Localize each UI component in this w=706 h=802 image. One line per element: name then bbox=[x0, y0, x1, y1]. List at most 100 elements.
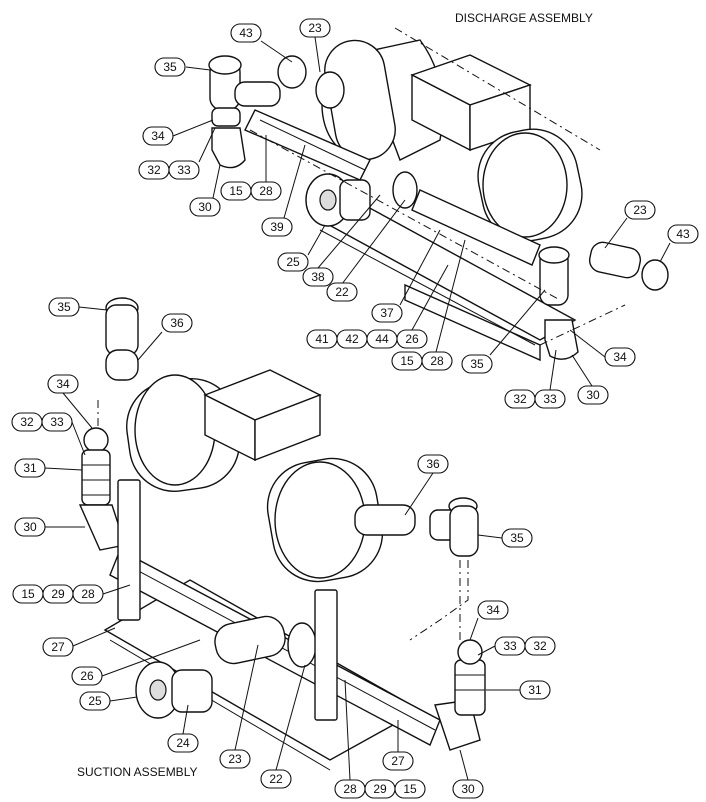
callout-bubble: 33 bbox=[534, 349, 566, 409]
svg-text:32: 32 bbox=[147, 163, 161, 177]
svg-text:23: 23 bbox=[228, 752, 242, 766]
callout-bubble: 39 bbox=[261, 144, 306, 237]
callout-bubble: 32 bbox=[11, 412, 43, 432]
svg-text:35: 35 bbox=[470, 357, 484, 371]
callout-bubble: 30 bbox=[14, 517, 85, 537]
svg-text:31: 31 bbox=[23, 461, 37, 475]
callout-bubble: 38 bbox=[302, 194, 381, 287]
svg-text:33: 33 bbox=[50, 415, 64, 429]
callout-bubble: 28 bbox=[334, 679, 366, 799]
svg-text:23: 23 bbox=[308, 21, 322, 35]
svg-text:30: 30 bbox=[586, 388, 600, 402]
callout-bubble: 33 bbox=[477, 636, 526, 656]
svg-text:33: 33 bbox=[543, 392, 557, 406]
callout-bubble: 37 bbox=[371, 229, 441, 323]
callout-bubble: 23 bbox=[604, 200, 656, 249]
callout-bubble: 22 bbox=[260, 664, 306, 789]
svg-text:29: 29 bbox=[373, 782, 387, 796]
callout-bubble: 32 bbox=[504, 389, 536, 409]
callout-bubble: 36 bbox=[137, 313, 193, 361]
callout-bubble: 43 bbox=[659, 224, 699, 263]
suction-assembly-title: SUCTION ASSEMBLY bbox=[77, 765, 197, 779]
callout-bubble: 41 bbox=[306, 329, 338, 349]
callout-bubble: 42 bbox=[336, 329, 368, 349]
callout-bubble: 31 bbox=[486, 680, 551, 700]
svg-text:23: 23 bbox=[633, 203, 647, 217]
discharge-assembly-title: DISCHARGE ASSEMBLY bbox=[455, 11, 593, 25]
callout-bubble: 34 bbox=[469, 600, 509, 641]
svg-text:30: 30 bbox=[461, 782, 475, 796]
callout-bubble: 34 bbox=[47, 374, 93, 429]
svg-text:27: 27 bbox=[391, 754, 405, 768]
svg-text:42: 42 bbox=[345, 332, 359, 346]
svg-text:26: 26 bbox=[80, 669, 94, 683]
callout-bubble: 23 bbox=[299, 18, 331, 73]
callout-bubble: 25 bbox=[79, 691, 138, 711]
svg-text:15: 15 bbox=[21, 587, 35, 601]
svg-text:25: 25 bbox=[286, 255, 300, 269]
callout-bubble: 15 bbox=[12, 584, 44, 604]
callout-bubble: 32 bbox=[524, 636, 556, 656]
svg-text:43: 43 bbox=[676, 227, 690, 241]
callout-bubble: 32 bbox=[138, 160, 170, 180]
callout-bubble: 15 bbox=[394, 779, 426, 799]
callout-bubble: 29 bbox=[42, 584, 74, 604]
callout-bubble: 33 bbox=[41, 412, 86, 456]
callout-bubble: 28 bbox=[250, 135, 282, 201]
svg-text:28: 28 bbox=[343, 782, 357, 796]
callout-bubble: 30 bbox=[189, 164, 221, 217]
callouts: 43 23 35 34 32 33 30 15 28 39 25 38 22 3… bbox=[11, 18, 699, 799]
svg-text:31: 31 bbox=[528, 683, 542, 697]
svg-text:30: 30 bbox=[198, 200, 212, 214]
svg-text:24: 24 bbox=[176, 736, 190, 750]
svg-text:28: 28 bbox=[81, 587, 95, 601]
svg-text:35: 35 bbox=[163, 60, 177, 74]
callout-bubble: 29 bbox=[364, 779, 396, 799]
svg-text:32: 32 bbox=[20, 415, 34, 429]
callout-bubble: 27 bbox=[42, 627, 116, 657]
svg-text:43: 43 bbox=[239, 26, 253, 40]
svg-text:22: 22 bbox=[335, 285, 349, 299]
callout-bubble: 34 bbox=[142, 119, 214, 146]
svg-text:32: 32 bbox=[513, 392, 527, 406]
callout-bubble: 33 bbox=[168, 127, 216, 180]
callout-bubble: 15 bbox=[220, 181, 252, 201]
callout-bubble: 24 bbox=[167, 704, 199, 753]
callout-bubble: 26 bbox=[71, 639, 201, 686]
callout-bubble: 34 bbox=[569, 329, 636, 367]
svg-text:41: 41 bbox=[315, 332, 329, 346]
suction-assembly-drawing bbox=[78, 297, 486, 771]
discharge-assembly-drawing bbox=[208, 27, 669, 362]
callout-bubble: 35 bbox=[477, 528, 533, 548]
svg-text:34: 34 bbox=[151, 129, 165, 143]
svg-text:37: 37 bbox=[380, 306, 394, 320]
svg-text:26: 26 bbox=[405, 332, 419, 346]
callout-bubble: 28 bbox=[72, 584, 131, 604]
callout-bubble: 26 bbox=[396, 264, 449, 349]
svg-text:27: 27 bbox=[51, 640, 65, 654]
callout-bubble: 35 bbox=[154, 57, 211, 77]
callout-bubble: 27 bbox=[382, 720, 414, 771]
callout-bubble: 31 bbox=[14, 458, 83, 478]
svg-text:28: 28 bbox=[430, 354, 444, 368]
callout-bubble: 36 bbox=[404, 454, 449, 516]
callout-bubble: 35 bbox=[48, 297, 108, 317]
svg-text:34: 34 bbox=[613, 350, 627, 364]
svg-text:25: 25 bbox=[88, 694, 102, 708]
svg-text:33: 33 bbox=[503, 639, 517, 653]
callout-bubble: 44 bbox=[366, 329, 398, 349]
svg-text:38: 38 bbox=[311, 270, 325, 284]
svg-text:32: 32 bbox=[533, 639, 547, 653]
svg-text:29: 29 bbox=[51, 587, 65, 601]
svg-text:44: 44 bbox=[375, 332, 389, 346]
svg-text:30: 30 bbox=[23, 520, 37, 534]
svg-text:36: 36 bbox=[170, 316, 184, 330]
svg-text:22: 22 bbox=[269, 772, 283, 786]
svg-text:35: 35 bbox=[510, 531, 524, 545]
svg-text:36: 36 bbox=[426, 457, 440, 471]
svg-text:34: 34 bbox=[56, 377, 70, 391]
svg-text:15: 15 bbox=[403, 782, 417, 796]
callout-bubble: 15 bbox=[391, 351, 423, 371]
callout-bubble: 23 bbox=[219, 644, 259, 769]
